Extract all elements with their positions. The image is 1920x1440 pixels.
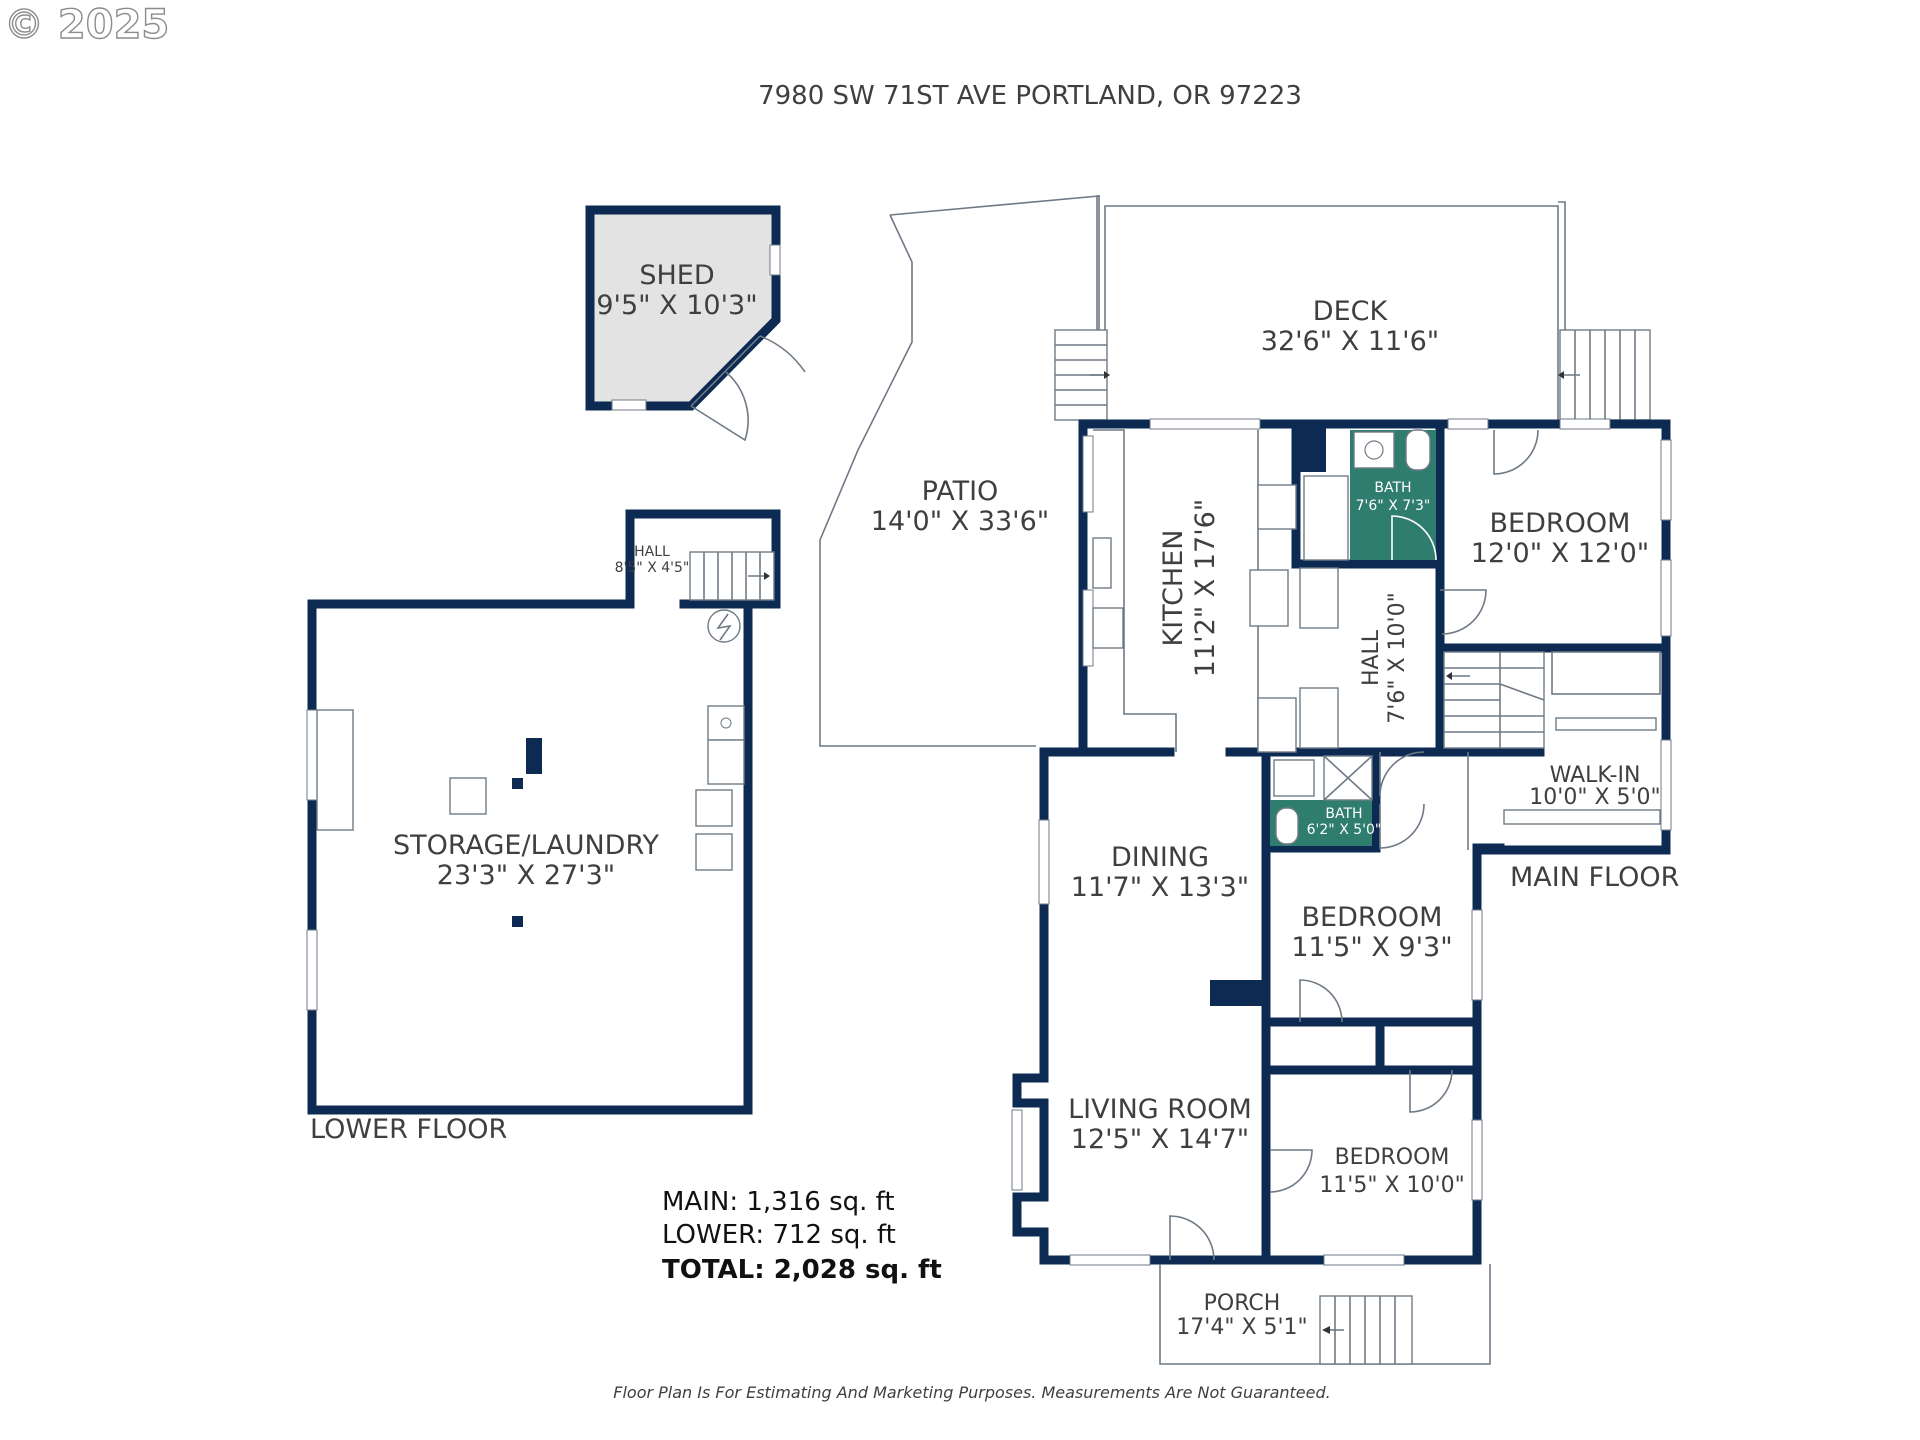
room-size-kitchen: 11'2" X 17'6" <box>1190 499 1221 677</box>
total-area-value: 2,028 sq. ft <box>774 1255 942 1285</box>
room-name-deck: DECK <box>1313 296 1389 327</box>
shed: SHED 9'5" X 10'3" <box>585 205 806 442</box>
room-name-hall-main: HALL <box>1359 629 1384 686</box>
patio: PATIO 14'0" X 33'6" <box>819 195 1100 747</box>
room-size-bath-upper: 7'6" X 7'3" <box>1356 498 1431 514</box>
room-size-walkin: 10'0" X 5'0" <box>1529 785 1660 810</box>
room-size-storage: 23'3" X 27'3" <box>437 860 615 891</box>
room-size-bath-lower: 6'2" X 5'0" <box>1307 822 1382 838</box>
room-name-walkin: WALK-IN <box>1550 763 1641 788</box>
total-area-label: TOTAL: <box>662 1255 765 1285</box>
room-name-bath-upper: BATH <box>1374 480 1411 496</box>
room-size-hall-main: 7'6" X 10'0" <box>1385 592 1410 723</box>
svg-text:TOTAL: 2,028 sq. ft: TOTAL: 2,028 sq. ft <box>662 1255 942 1285</box>
room-name-shed: SHED <box>639 260 714 291</box>
room-size-porch: 17'4" X 5'1" <box>1176 1315 1307 1340</box>
room-name-bath-lower: BATH <box>1325 806 1362 822</box>
room-size-deck: 32'6" X 11'6" <box>1261 326 1439 357</box>
main-area-label: MAIN: <box>662 1187 738 1217</box>
room-name-bedroom-ne: BEDROOM <box>1490 508 1631 539</box>
room-name-hall-lower: HALL <box>634 544 670 560</box>
main-area-value: 1,316 sq. ft <box>746 1187 894 1217</box>
room-name-patio: PATIO <box>922 476 999 507</box>
room-name-storage: STORAGE/LAUNDRY <box>393 830 660 861</box>
lower-area-value: 712 sq. ft <box>772 1220 895 1250</box>
room-name-dining: DINING <box>1111 842 1209 873</box>
room-size-dining: 11'7" X 13'3" <box>1071 872 1249 903</box>
room-name-porch: PORCH <box>1204 1291 1281 1316</box>
room-name-bedroom-mid: BEDROOM <box>1302 902 1443 933</box>
room-name-bedroom-sw: BEDROOM <box>1335 1145 1450 1170</box>
main-floor-label: MAIN FLOOR <box>1510 862 1679 893</box>
room-name-kitchen: KITCHEN <box>1158 530 1189 647</box>
room-size-bedroom-sw: 11'5" X 10'0" <box>1319 1173 1464 1198</box>
lower-floor: HALL 8'5" X 4'5" STORAGE/LAUNDRY 23'3" X… <box>306 509 781 1145</box>
property-address: 7980 SW 71ST AVE PORTLAND, OR 97223 <box>758 81 1302 111</box>
room-size-shed: 9'5" X 10'3" <box>596 290 757 321</box>
svg-text:MAIN: 1,316 sq. ft: MAIN: 1,316 sq. ft <box>662 1187 895 1217</box>
copyright-watermark: © 2025 <box>4 2 169 48</box>
disclaimer: Floor Plan Is For Estimating And Marketi… <box>613 1383 1330 1402</box>
area-summary: MAIN: 1,316 sq. ft LOWER: 712 sq. ft TOT… <box>662 1187 942 1285</box>
lower-area-label: LOWER: <box>662 1220 764 1250</box>
room-size-patio: 14'0" X 33'6" <box>871 506 1049 537</box>
room-size-bedroom-ne: 12'0" X 12'0" <box>1471 538 1649 569</box>
lower-floor-label: LOWER FLOOR <box>310 1114 507 1145</box>
main-floor-labels: KITCHEN 11'2" X 17'6" BATH 7'6" X 7'3" B… <box>1068 480 1679 1340</box>
room-size-bedroom-mid: 11'5" X 9'3" <box>1291 932 1452 963</box>
room-size-hall-lower: 8'5" X 4'5" <box>615 560 690 576</box>
main-floor-fixtures <box>1092 429 1661 1365</box>
room-size-living: 12'5" X 14'7" <box>1071 1124 1249 1155</box>
room-name-living: LIVING ROOM <box>1068 1094 1252 1125</box>
deck: DECK 32'6" X 11'6" <box>1054 195 1651 421</box>
svg-text:LOWER: 712 sq. ft: LOWER: 712 sq. ft <box>662 1220 896 1250</box>
